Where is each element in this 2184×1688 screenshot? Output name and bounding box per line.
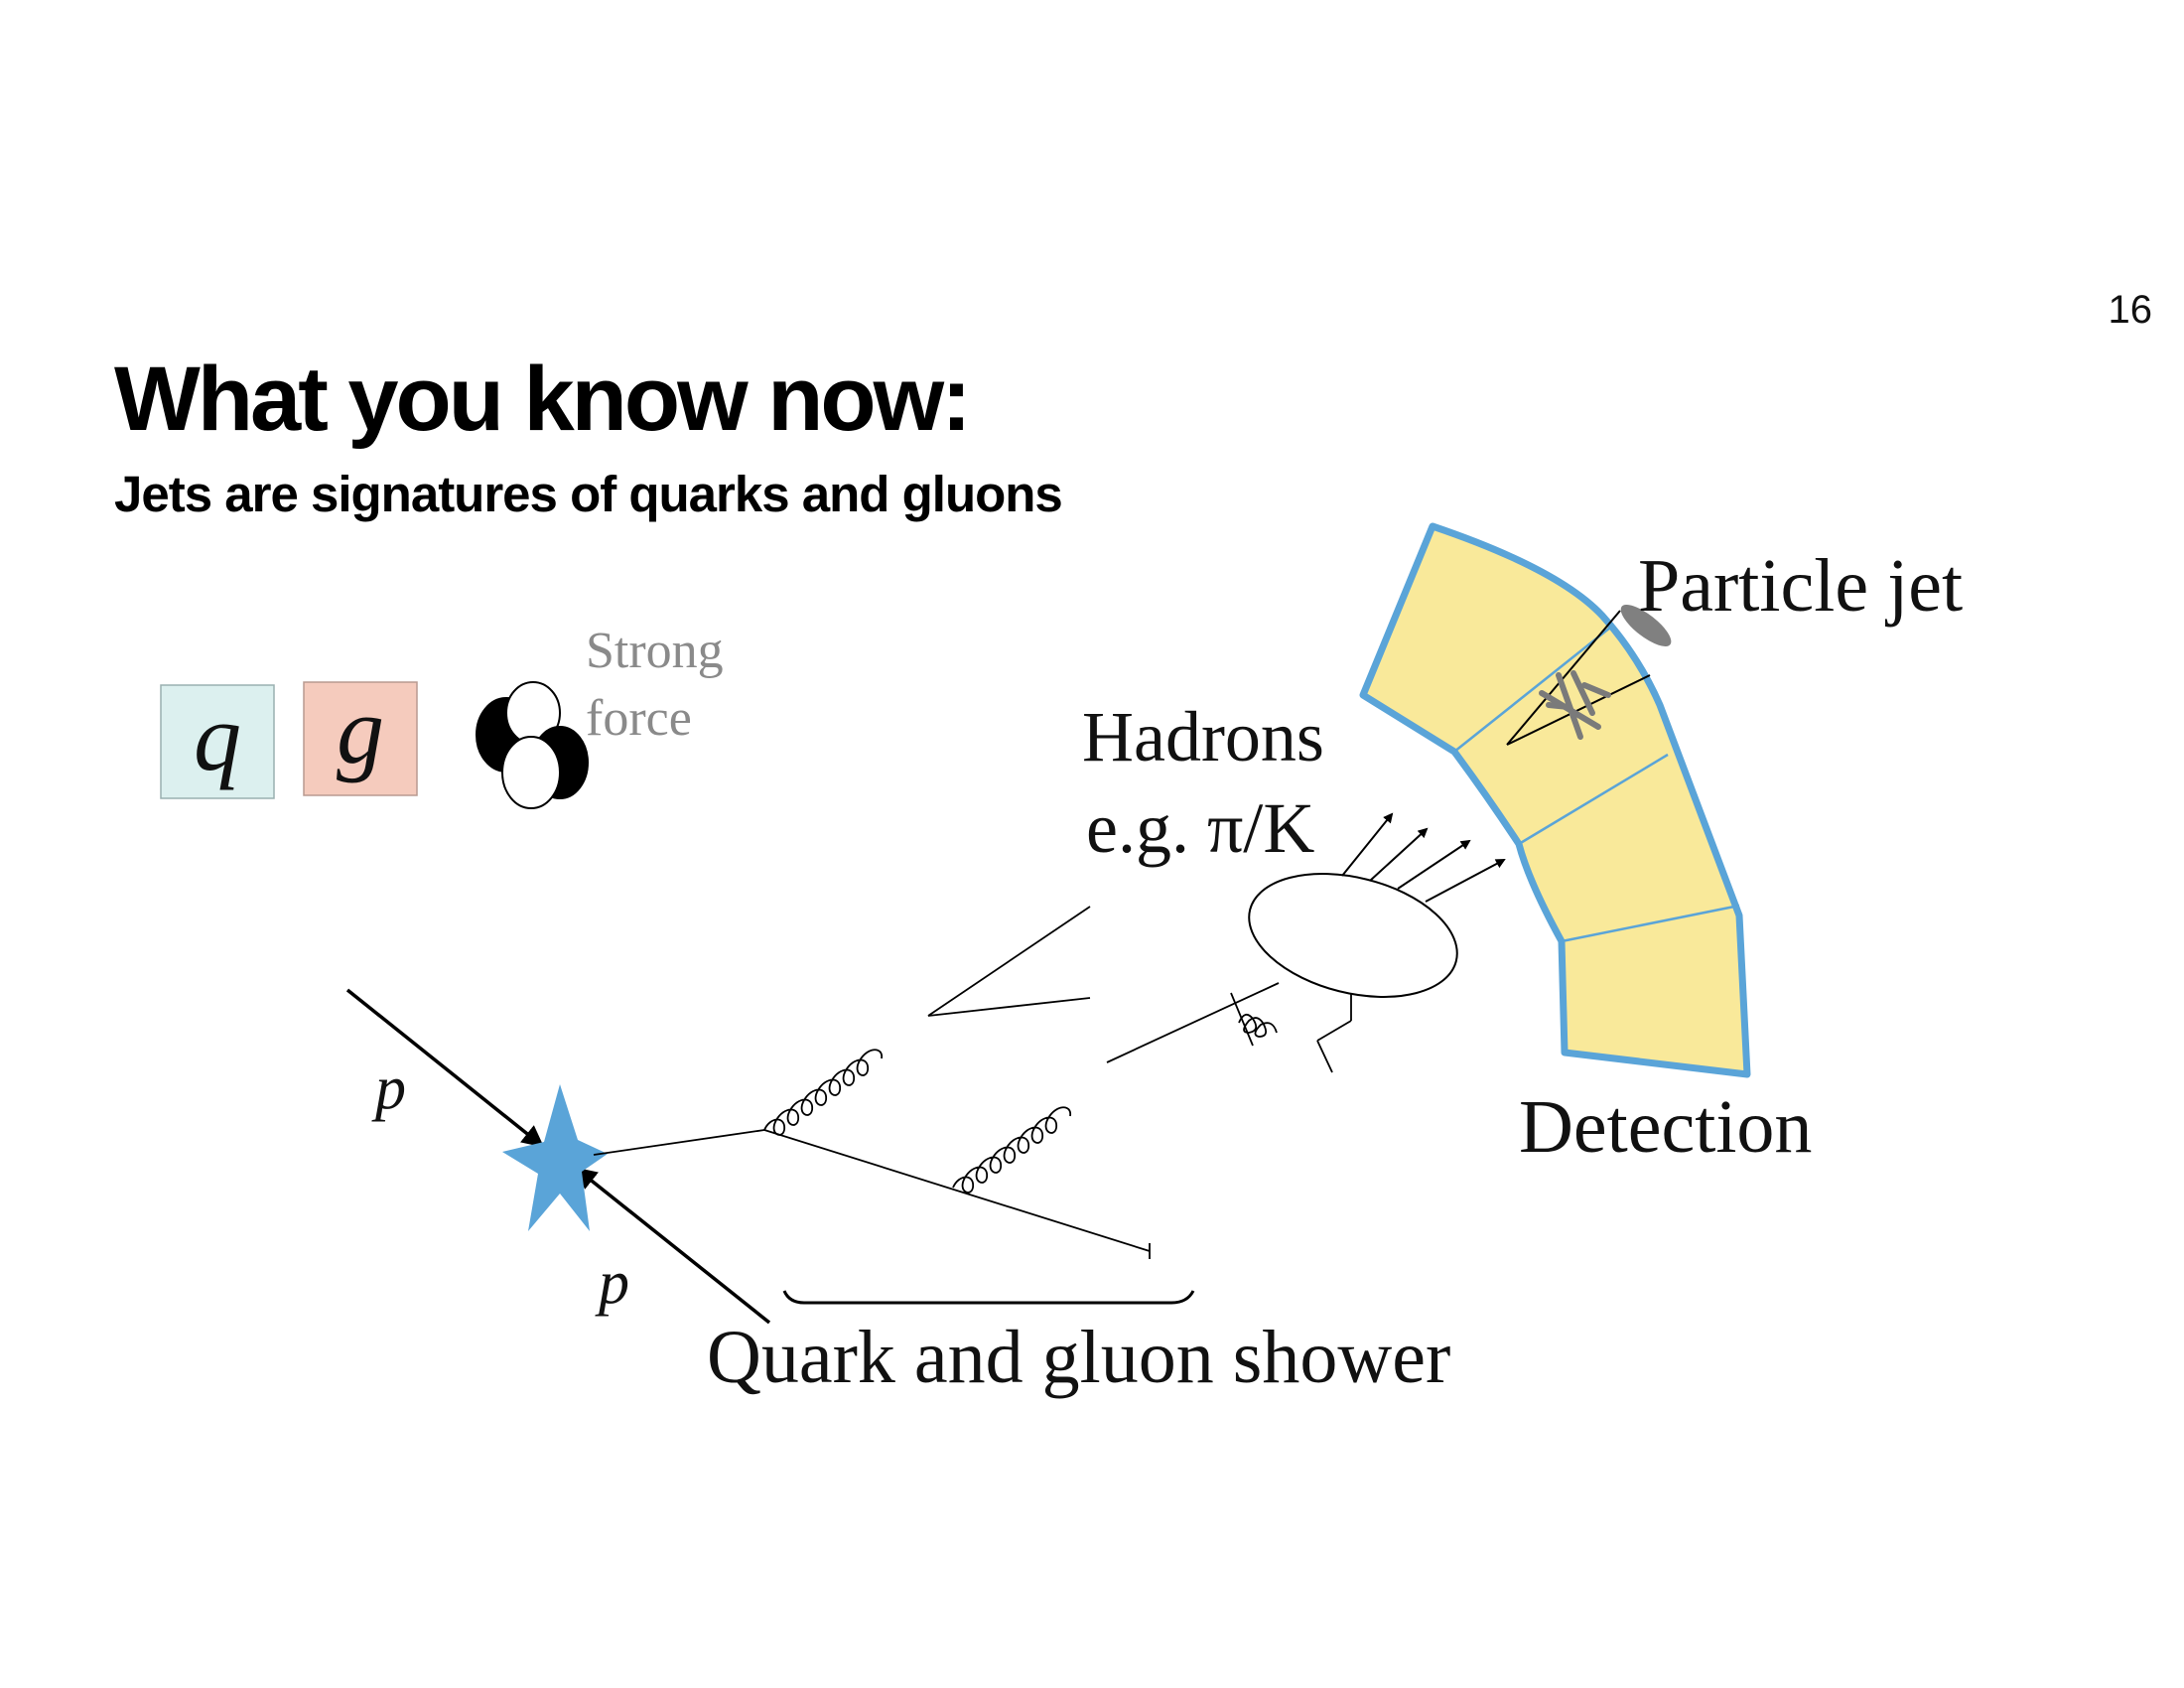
particle-jet-label: Particle jet	[1638, 544, 1963, 628]
detector-segment-line	[1518, 753, 1669, 846]
proton-label-top: p	[371, 1055, 406, 1122]
particle-jet-cone	[1506, 605, 1672, 746]
jet-tip-ellipse	[1620, 605, 1672, 646]
shower-label: Quark and gluon shower	[707, 1316, 1450, 1399]
gluon-spring-lower	[952, 1106, 1071, 1194]
detection-label: Detection	[1519, 1085, 1812, 1169]
quark-symbol: q	[194, 684, 241, 790]
small-gluon-curl	[1238, 1013, 1278, 1038]
page-subtitle: Jets are signatures of quarks and gluons	[114, 466, 1063, 522]
hadrons-example-label: e.g. π/K	[1086, 788, 1314, 868]
detector-segment-line	[1561, 904, 1740, 943]
shower-bracket	[782, 1290, 1195, 1305]
gluon-box	[303, 681, 418, 796]
hadronization-blob	[1248, 873, 1458, 998]
strong-force-icon	[476, 681, 589, 809]
proton-beam-bottom	[574, 1167, 771, 1325]
collision-star	[502, 1084, 608, 1231]
blob-connections	[1106, 982, 1352, 1073]
page-title: What you know now:	[114, 349, 972, 450]
hadron-arrows	[1341, 812, 1506, 903]
gluon-legend: g	[303, 677, 418, 796]
gluon-symbol: g	[337, 677, 384, 783]
quark-lines	[593, 906, 1151, 1259]
proton-label-bottom: p	[595, 1249, 629, 1317]
detector	[1359, 522, 1751, 1078]
quark-legend: q	[160, 684, 275, 799]
jet-spray-glyph	[1539, 670, 1611, 740]
hadrons-label: Hadrons	[1082, 697, 1324, 776]
page-number: 16	[2108, 288, 2153, 332]
detector-segment-line	[1453, 627, 1611, 753]
detector-band	[1359, 522, 1751, 1078]
strong-force-label-line2: force	[586, 690, 692, 747]
gluon-spring-upper	[763, 1049, 883, 1136]
strong-force-label-line1: Strong	[586, 623, 724, 679]
proton-beam-top	[345, 988, 545, 1148]
quark-box	[160, 684, 275, 799]
